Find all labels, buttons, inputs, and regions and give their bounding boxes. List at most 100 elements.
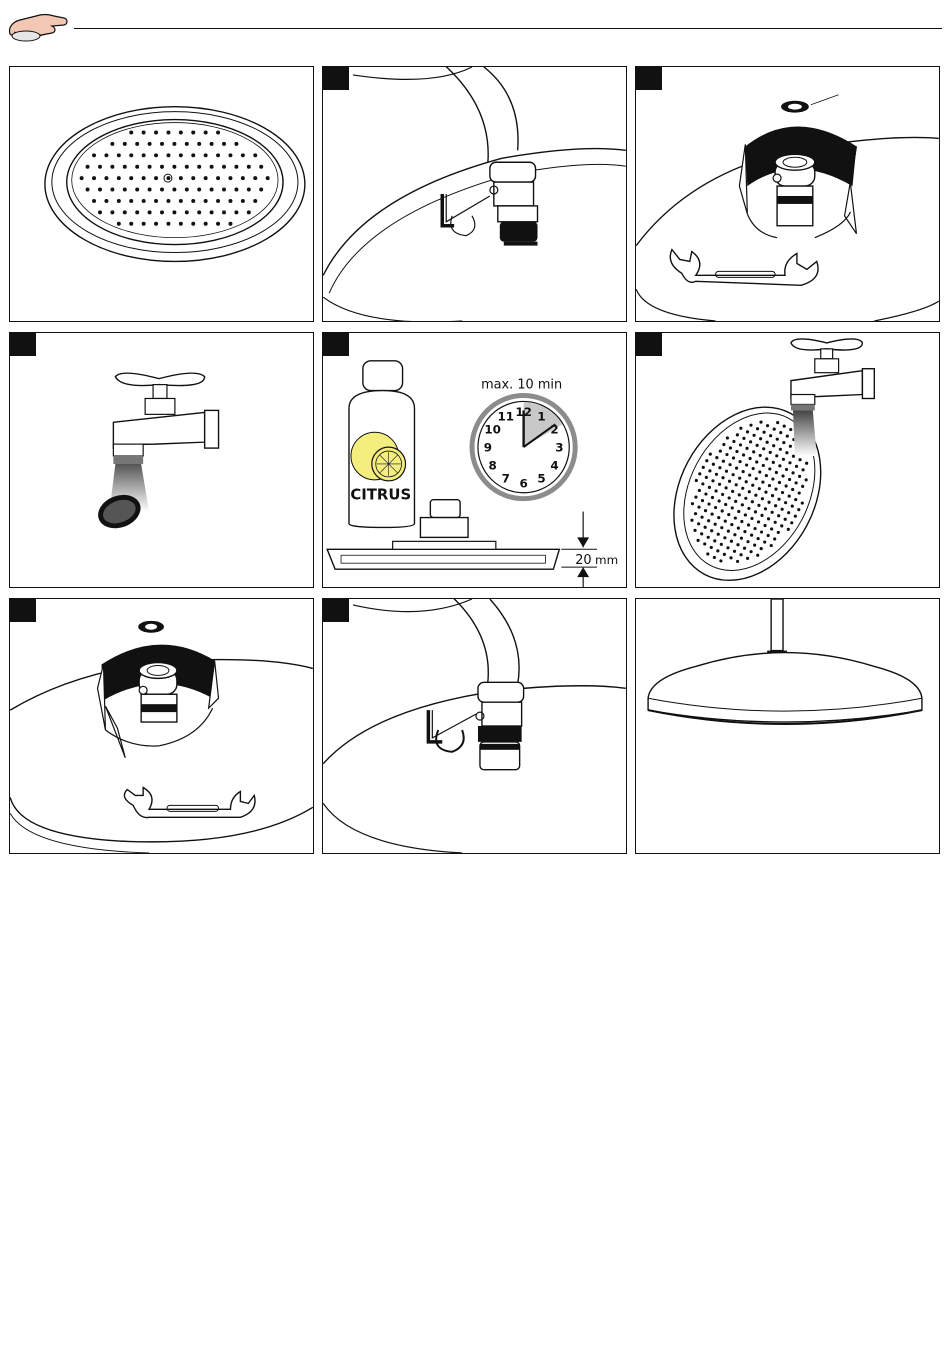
nozzle-dot [795, 465, 798, 468]
nozzle-dot [752, 434, 755, 437]
faucet-rinse-illustration [10, 333, 313, 587]
nozzle-dot [760, 514, 763, 517]
nozzle-dot [104, 199, 108, 203]
nozzle-dot [197, 165, 201, 169]
citrus-soak-illustration: CITRUS max. 10 min 121234567891011 20 mm [323, 333, 626, 587]
nozzle-dot [739, 427, 742, 430]
nozzle-dot [785, 451, 788, 454]
bottle-cap [363, 361, 403, 391]
step-panel-1 [9, 66, 314, 322]
nozzle-dot [761, 481, 764, 484]
nozzle-dot [704, 492, 707, 495]
nozzle-dot [752, 450, 755, 453]
nozzle-dot [708, 486, 711, 489]
nozzle-dot [768, 484, 771, 487]
nozzle-dot [742, 453, 745, 456]
nozzle-dot [719, 559, 722, 562]
nozzle-dot [234, 188, 238, 192]
nozzle-dot [110, 165, 114, 169]
nozzle-dot [706, 552, 709, 555]
nozzle-dot [142, 153, 146, 157]
nozzle-dot [691, 502, 694, 505]
nozzle-dot [770, 527, 773, 530]
clock-number: 9 [484, 441, 492, 455]
nozzle-dot [801, 501, 804, 504]
nozzle-dot [750, 517, 753, 520]
nozzle-dot [216, 222, 220, 226]
max-time-label: max. 10 min [481, 378, 562, 393]
nozzle-dot [719, 449, 722, 452]
nozzle-dot [724, 486, 727, 489]
nozzle-dot [746, 430, 749, 433]
nozzle-dot [718, 499, 721, 502]
nozzle-dot [775, 454, 778, 457]
nozzle-dot [705, 476, 708, 479]
nozzle-dot [123, 142, 127, 146]
nozzle-dot [757, 504, 760, 507]
nozzle-dot [253, 153, 257, 157]
nozzle-dot [135, 142, 139, 146]
nozzle-dot [725, 453, 728, 456]
remove-filter-illustration [636, 67, 939, 321]
nozzle-dot [739, 553, 742, 556]
nozzle-dot [733, 550, 736, 553]
nozzle-dot [707, 519, 710, 522]
nozzle-dot [721, 476, 724, 479]
nozzle-dot [777, 531, 780, 534]
nozzle-dot [720, 543, 723, 546]
nozzle-dot [148, 210, 152, 214]
nozzle-dot [247, 165, 251, 169]
nozzle-dot [747, 523, 750, 526]
nozzle-dot [210, 210, 214, 214]
hand-cleaning-icon [6, 4, 70, 44]
nozzle-dot [721, 509, 724, 512]
nozzle-dot [767, 517, 770, 520]
nozzle-dot [697, 522, 700, 525]
nozzle-dot [727, 513, 730, 516]
nozzle-dot [734, 516, 737, 519]
nozzle-dot [744, 513, 747, 516]
nozzle-dot [708, 469, 711, 472]
nozzle-dot [129, 176, 133, 180]
nozzle-dot [798, 458, 801, 461]
nozzle-dot [738, 460, 741, 463]
nozzle-dot [222, 165, 226, 169]
nozzle-dot [160, 142, 164, 146]
nozzle-dot [110, 210, 114, 214]
nozzle-dot [771, 477, 774, 480]
nozzle-dot [777, 498, 780, 501]
nozzle-dot [702, 466, 705, 469]
nozzle-dot [720, 526, 723, 529]
nozzle-dot [714, 523, 717, 526]
nozzle-dot [749, 424, 752, 427]
nozzle-dot [123, 210, 127, 214]
step-panel-5: CITRUS max. 10 min 121234567891011 20 mm [322, 332, 627, 588]
nozzle-dot [247, 210, 251, 214]
step-panel-7 [9, 598, 314, 854]
nozzle-dot [185, 188, 189, 192]
nozzle-dot [724, 503, 727, 506]
nozzle-dot [222, 188, 226, 192]
nozzle-dot [160, 210, 164, 214]
nozzle-dot [259, 188, 263, 192]
nozzle-dot [104, 176, 108, 180]
nozzle-dot [718, 466, 721, 469]
nozzle-dot [752, 467, 755, 470]
nozzle-dot [735, 450, 738, 453]
nozzle-dot [216, 131, 220, 135]
nozzle-dot [766, 441, 769, 444]
nozzle-dot [741, 487, 744, 490]
nozzle-dot [767, 501, 770, 504]
nozzle-dot [737, 526, 740, 529]
nozzle-dot [222, 142, 226, 146]
nozzle-dot [711, 479, 714, 482]
nozzle-dot [742, 470, 745, 473]
nozzle-dot [773, 428, 776, 431]
nozzle-dot [185, 165, 189, 169]
nozzle-dot [210, 142, 214, 146]
nozzle-dot [735, 483, 738, 486]
nozzle-dot [704, 526, 707, 529]
nozzle-dot [738, 477, 741, 480]
nozzle-dot [798, 475, 801, 478]
citrus-label: CITRUS [350, 486, 411, 504]
